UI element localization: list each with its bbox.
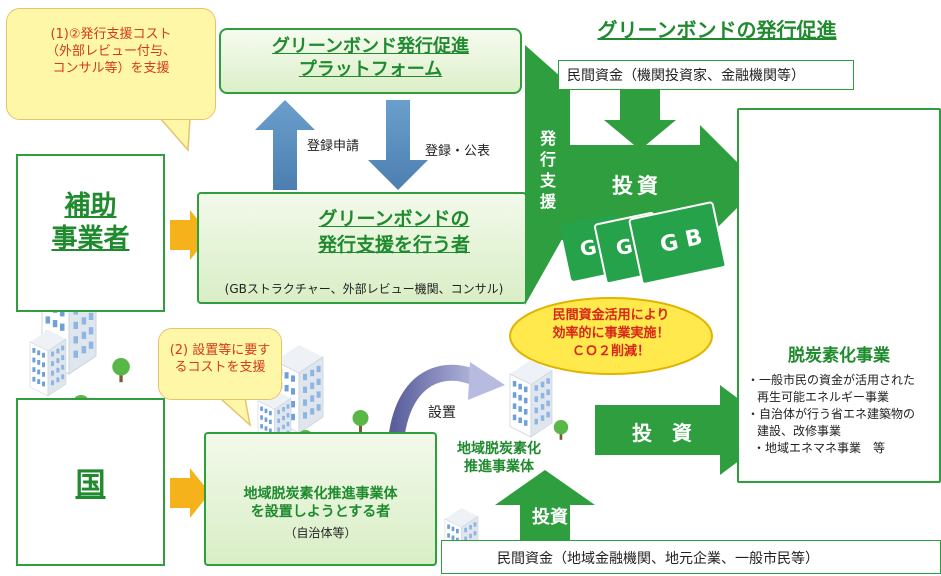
register-apply-label: 登録申請	[307, 139, 360, 154]
issuance-support-char-2: 行	[539, 150, 556, 169]
establish-label: 設置	[428, 405, 456, 421]
register-apply-arrow	[255, 100, 315, 190]
subsidy-recipient-box: 補助 事業者	[16, 154, 165, 312]
subsidy-recipient-line2: 事業者	[51, 223, 130, 254]
gb-supporter-title-line1: グリーンボンドの	[318, 208, 470, 230]
regional-entity-label: 地域脱炭素化 推進事業体	[444, 440, 554, 476]
investment-arrow-bottom	[595, 385, 780, 475]
bubble1-line1: (1)②発行支援コスト	[50, 27, 172, 42]
investment-up-arrow	[495, 470, 595, 540]
decarbonization-item-5: ・地域エネマネ事業 等	[753, 441, 886, 455]
private-funds-bottom-box: 民間資金（地域金融機関、地元企業、一般市民等）	[441, 540, 941, 574]
decarbonization-title: 脱炭素化事業	[788, 346, 890, 366]
establisher-line2: を設置しようとする者	[250, 504, 391, 520]
establisher-box: 地域脱炭素化推進事業体 を設置しようとする者 （自治体等）	[204, 432, 437, 566]
gb-supporter-subtitle: (GBストラクチャー、外部レビュー機関、コンサル)	[224, 282, 504, 296]
private-funds-bottom-label: 民間資金（地域金融機関、地元企業、一般市民等）	[497, 551, 819, 567]
investment-label-bottom: 投資	[532, 507, 568, 528]
private-funds-top-label: 民間資金（機関投資家、金融機関等）	[567, 68, 805, 84]
oval-line2: 効率的に事業実施！	[552, 326, 670, 341]
private-funds-top-box: 民間資金（機関投資家、金融機関等）	[558, 60, 854, 90]
orange-arrow-bottom	[170, 468, 210, 518]
decarbonization-box: 脱炭素化事業 ・一般市民の資金が活用された 再生可能エネルギー事業 ・自治体が行…	[737, 108, 941, 483]
country-label: 国	[75, 467, 106, 502]
regional-entity-line2: 推進事業体	[464, 459, 534, 475]
platform-title-line2: プラットフォーム	[298, 58, 443, 80]
bubble1-line2: （外部レビュー付与、	[45, 43, 176, 59]
issuance-support-char-1: 発	[539, 129, 556, 148]
register-publish-label: 登録・公表	[425, 144, 491, 159]
issuance-support-char-4: 援	[539, 192, 556, 211]
country-box: 国	[16, 398, 165, 566]
decarbonization-items: ・一般市民の資金が活用された 再生可能エネルギー事業 ・自治体が行う省エネ建築物…	[747, 372, 937, 457]
co2-oval-text: 民間資金活用により 効率的に事業実施！ ＣＯ２削減！	[515, 307, 707, 361]
platform-title-line1: グリーンボンド発行促進	[271, 36, 470, 57]
bubble-tail-2	[218, 397, 252, 428]
decarbonization-item-4: 建設、改修事業	[757, 424, 842, 438]
bubble2-line2: るコストを支援	[174, 359, 266, 375]
regional-entity-line1: 地域脱炭素化	[457, 441, 541, 457]
issuance-support-char-3: 支	[539, 171, 556, 190]
bubble2-line1: (2) 設置等に要す	[169, 343, 271, 358]
establisher-line3: （自治体等）	[284, 526, 357, 540]
decarbonization-item-1: ・一般市民の資金が活用された	[747, 373, 916, 387]
investment-label-top: 投資	[612, 174, 662, 198]
page-title: グリーンボンドの発行促進	[597, 18, 837, 42]
investment-label-right: 投 資	[632, 421, 692, 445]
funds-down-arrow	[604, 85, 676, 150]
building-left-2	[29, 329, 67, 397]
gb-supporter-title-line2: 発行支援を行う者	[317, 234, 470, 256]
co2-oval	[509, 297, 713, 375]
establisher-line1: 地域脱炭素化推進事業体	[243, 486, 398, 502]
oval-line1: 民間資金活用により	[552, 308, 670, 323]
bubble1-line3: コンサル等）を支援	[52, 60, 170, 76]
support-cost-bubble-2: (2) 設置等に要す るコストを支援	[158, 328, 282, 400]
oval-line3: ＣＯ２削減！	[571, 344, 650, 359]
decarbonization-item-3: ・自治体が行う省エネ建築物の	[747, 407, 916, 421]
platform-box: グリーンボンド発行促進 プラットフォーム	[219, 28, 522, 94]
bubble-tail-1	[158, 117, 191, 152]
gb-cards	[560, 201, 727, 285]
gb-supporter-box: グリーンボンドの 発行支援を行う者 (GBストラクチャー、外部レビュー機関、コン…	[197, 192, 527, 304]
issuance-support-label: 発 行 支 援	[537, 128, 559, 212]
subsidy-recipient-line1: 補助	[64, 191, 117, 221]
decarbonization-item-2: 再生可能エネルギー事業	[757, 390, 890, 404]
register-publish-arrow	[368, 100, 428, 190]
support-cost-bubble-1: (1)②発行支援コスト （外部レビュー付与、 コンサル等）を支援	[6, 8, 216, 120]
building-regional-entity	[509, 359, 553, 438]
